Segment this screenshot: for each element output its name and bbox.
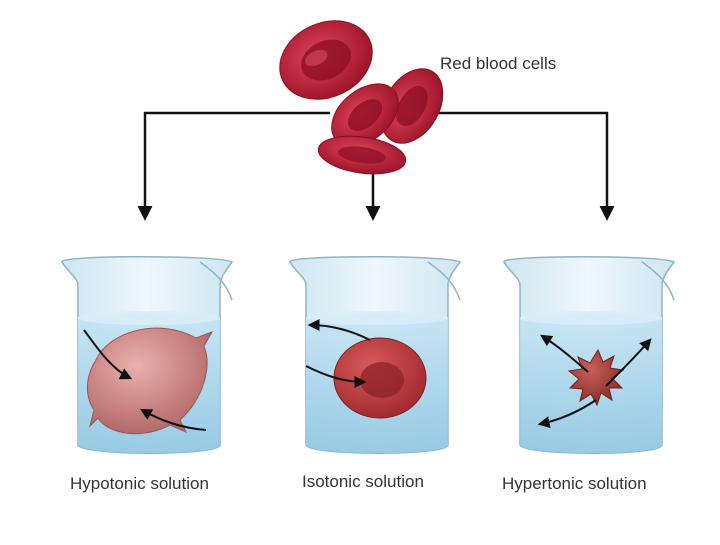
beaker-hypertonic [504, 257, 674, 454]
red-blood-cells-group [267, 6, 456, 179]
hypotonic-solution-label: Hypotonic solution [70, 474, 209, 494]
hypertonic-solution-label: Hypertonic solution [502, 474, 647, 494]
red-blood-cells-label: Red blood cells [440, 54, 556, 74]
beaker-hypotonic [62, 257, 232, 454]
isotonic-solution-label: Isotonic solution [302, 472, 424, 492]
beaker-isotonic [290, 257, 460, 454]
normal-cell-icon [334, 338, 426, 418]
arrow-down-icon [145, 113, 330, 218]
